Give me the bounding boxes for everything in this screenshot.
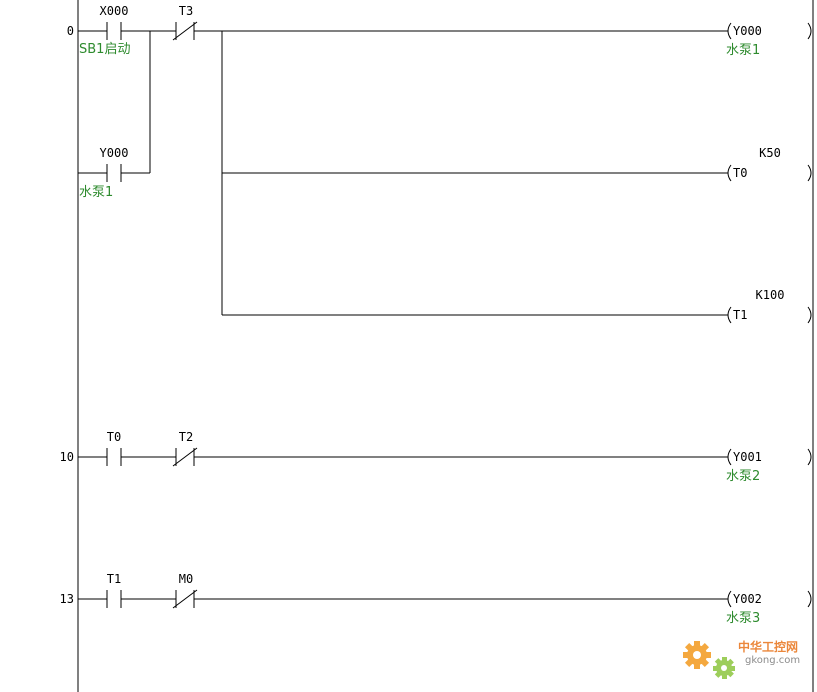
- coil-address: T0: [733, 166, 747, 180]
- coil-left-paren: [727, 448, 732, 466]
- watermark-title: 中华工控网: [738, 639, 798, 654]
- step-number: 0: [67, 24, 74, 38]
- output-coil-y001[interactable]: Y001 水泵2: [726, 448, 812, 484]
- coil-comment: 水泵2: [726, 469, 760, 484]
- output-timer-t1[interactable]: K100 T1: [222, 288, 812, 324]
- contact-t1[interactable]: T1: [78, 572, 176, 608]
- orange-gear-icon: [683, 641, 711, 669]
- coil-address: Y000: [733, 24, 762, 38]
- green-gear-icon: [713, 657, 735, 679]
- coil-left-paren: [727, 22, 732, 40]
- contact-address: M0: [179, 572, 193, 586]
- gkong-watermark: 中华工控网 gkong.com: [683, 639, 800, 679]
- contact-address: T1: [107, 572, 121, 586]
- coil-right-paren: [807, 22, 812, 40]
- coil-right-paren: [807, 448, 812, 466]
- contact-address: T3: [179, 4, 193, 18]
- contact-y000-parallel[interactable]: Y000 水泵1: [78, 31, 151, 200]
- contact-comment: SB1启动: [79, 42, 130, 57]
- output-coil-y002[interactable]: Y002 水泵3: [726, 590, 812, 626]
- contact-m0[interactable]: M0: [172, 572, 728, 609]
- coil-right-paren: [807, 306, 812, 324]
- contact-address: X000: [100, 4, 129, 18]
- contact-x000[interactable]: X000 SB1启动: [78, 4, 176, 57]
- coil-left-paren: [727, 164, 732, 182]
- watermark-url: gkong.com: [745, 655, 800, 666]
- timer-constant: K50: [759, 146, 781, 160]
- contact-address: T2: [179, 430, 193, 444]
- coil-comment: 水泵1: [726, 43, 760, 58]
- coil-address: T1: [733, 308, 747, 322]
- step-number: 10: [60, 450, 74, 464]
- contact-t0[interactable]: T0: [78, 430, 176, 466]
- contact-address: T0: [107, 430, 121, 444]
- rung-0[interactable]: 0 X000 SB1启动 T3 Y000 水泵1: [67, 4, 812, 324]
- output-timer-t0[interactable]: K50 T0: [222, 146, 812, 182]
- coil-right-paren: [807, 164, 812, 182]
- contact-address: Y000: [100, 146, 129, 160]
- coil-right-paren: [807, 590, 812, 608]
- contact-t2[interactable]: T2: [172, 430, 728, 467]
- coil-left-paren: [727, 306, 732, 324]
- rung-13[interactable]: 13 T1 M0 Y002 水泵3: [60, 572, 812, 626]
- contact-t3[interactable]: T3: [172, 4, 222, 41]
- coil-comment: 水泵3: [726, 611, 760, 626]
- coil-left-paren: [727, 590, 732, 608]
- timer-constant: K100: [756, 288, 785, 302]
- coil-address: Y001: [733, 450, 762, 464]
- contact-comment: 水泵1: [79, 185, 113, 200]
- coil-address: Y002: [733, 592, 762, 606]
- output-coil-y000[interactable]: Y000 水泵1: [222, 22, 812, 58]
- rung-10[interactable]: 10 T0 T2 Y001 水泵2: [60, 430, 812, 484]
- step-number: 13: [60, 592, 74, 606]
